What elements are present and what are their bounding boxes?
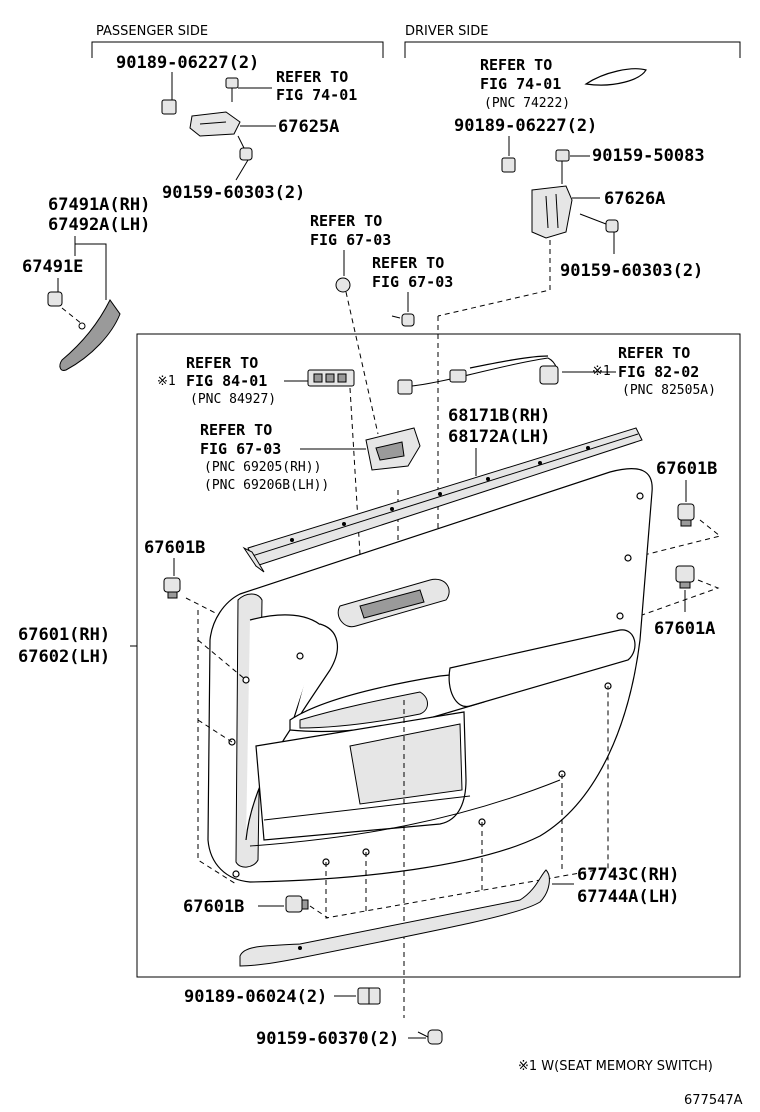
mirror-cover-67491a-icon (59, 299, 121, 371)
trim-piece-74222-icon (584, 68, 647, 86)
refer-fig-74-01-passenger-line2: FIG 74-01 (276, 86, 357, 104)
refer-fig-74-01-driver-line2: FIG 74-01 (480, 75, 561, 93)
wire-harness-icon (397, 355, 559, 395)
refer-fig-67-03-b-line2: FIG 67-03 (372, 273, 453, 291)
label-67625a: 67625A (278, 117, 339, 137)
clip-67601b-icon (163, 577, 181, 599)
label-68171b: 68171B(RH) (448, 406, 550, 426)
clip-nut-icon (501, 157, 516, 173)
refer-fig-84-01-mark: ※1 (157, 374, 176, 389)
label-67491e: 67491E (22, 257, 83, 277)
screw-icon (391, 313, 415, 327)
belt-molding-icon (242, 427, 643, 573)
refer-fig-67-03-a-line2: FIG 67-03 (310, 231, 391, 249)
bracket-67625a-icon (189, 111, 241, 137)
door-trim-panel-icon (207, 468, 653, 883)
bracket-67626a-icon (531, 185, 573, 239)
bolt-icon (579, 213, 619, 233)
screw-icon (225, 77, 239, 102)
inside-handle-icon (365, 427, 421, 471)
driver-side-bracket: DRIVER SIDE (404, 24, 741, 58)
label-90189-06227-passenger: 90189-06227(2) (116, 53, 259, 73)
refer-fig-67-03-c-pnc2: (PNC 69206B(LH)) (204, 478, 329, 493)
label-90189-06024: 90189-06024(2) (184, 987, 327, 1007)
screw-icon (555, 149, 570, 184)
refer-fig-67-03-c-pnc1: (PNC 69205(RH)) (204, 460, 321, 475)
refer-fig-67-03-c-line1: REFER TO (200, 421, 272, 439)
label-90159-60303-passenger: 90159-60303(2) (162, 183, 305, 203)
nut-icon (357, 987, 381, 1005)
label-90159-60370: 90159-60370(2) (256, 1029, 399, 1049)
label-67602: 67602(LH) (18, 647, 110, 667)
clip-67601b-icon (677, 503, 695, 527)
refer-fig-67-03-c-line2: FIG 67-03 (200, 440, 281, 458)
refer-fig-84-01-line1: REFER TO (186, 354, 258, 372)
refer-fig-84-01-pnc: (PNC 84927) (190, 392, 276, 407)
refer-fig-82-02-pnc: (PNC 82505A) (622, 383, 716, 398)
label-68172a: 68172A(LH) (448, 427, 550, 447)
label-67743c: 67743C(RH) (577, 865, 679, 885)
label-67601b-left: 67601B (144, 538, 205, 558)
label-67601b-right: 67601B (656, 459, 717, 479)
label-67744a: 67744A(LH) (577, 887, 679, 907)
figure-id: 677547A (684, 1093, 743, 1108)
clip-67601a-icon (675, 565, 695, 589)
label-67491a: 67491A(RH) (48, 195, 150, 215)
refer-fig-74-01-driver-pnc: (PNC 74222) (484, 96, 570, 111)
refer-fig-84-01-line2: FIG 84-01 (186, 372, 267, 390)
passenger-side-bracket: PASSENGER SIDE (91, 24, 384, 58)
label-67492a: 67492A(LH) (48, 215, 150, 235)
clip-icon (47, 291, 63, 307)
refer-fig-82-02-line2: FIG 82-02 (618, 363, 699, 381)
clip-icon (335, 277, 351, 293)
clip-nut-icon (161, 99, 177, 115)
refer-fig-67-03-a-line1: REFER TO (310, 212, 382, 230)
passenger-side-header: PASSENGER SIDE (96, 24, 208, 39)
footnote: ※1 W(SEAT MEMORY SWITCH) (518, 1059, 713, 1074)
bolt-icon (417, 1029, 443, 1045)
seat-memory-switch-icon (307, 369, 355, 387)
label-90159-50083: 90159-50083 (592, 146, 705, 166)
label-67626a: 67626A (604, 189, 665, 209)
refer-fig-67-03-b-line1: REFER TO (372, 254, 444, 272)
label-67601a: 67601A (654, 619, 715, 639)
driver-side-header: DRIVER SIDE (405, 24, 488, 39)
label-67601b-bottom: 67601B (183, 897, 244, 917)
label-90159-60303-driver: 90159-60303(2) (560, 261, 703, 281)
refer-fig-74-01-passenger-line1: REFER TO (276, 68, 348, 86)
lower-molding-icon (239, 869, 550, 967)
refer-fig-82-02-line1: REFER TO (618, 344, 690, 362)
clip-67601b-icon (285, 895, 309, 913)
refer-fig-74-01-driver-line1: REFER TO (480, 56, 552, 74)
label-67601: 67601(RH) (18, 625, 110, 645)
label-90189-06227-driver: 90189-06227(2) (454, 116, 597, 136)
bolt-icon (237, 135, 253, 161)
